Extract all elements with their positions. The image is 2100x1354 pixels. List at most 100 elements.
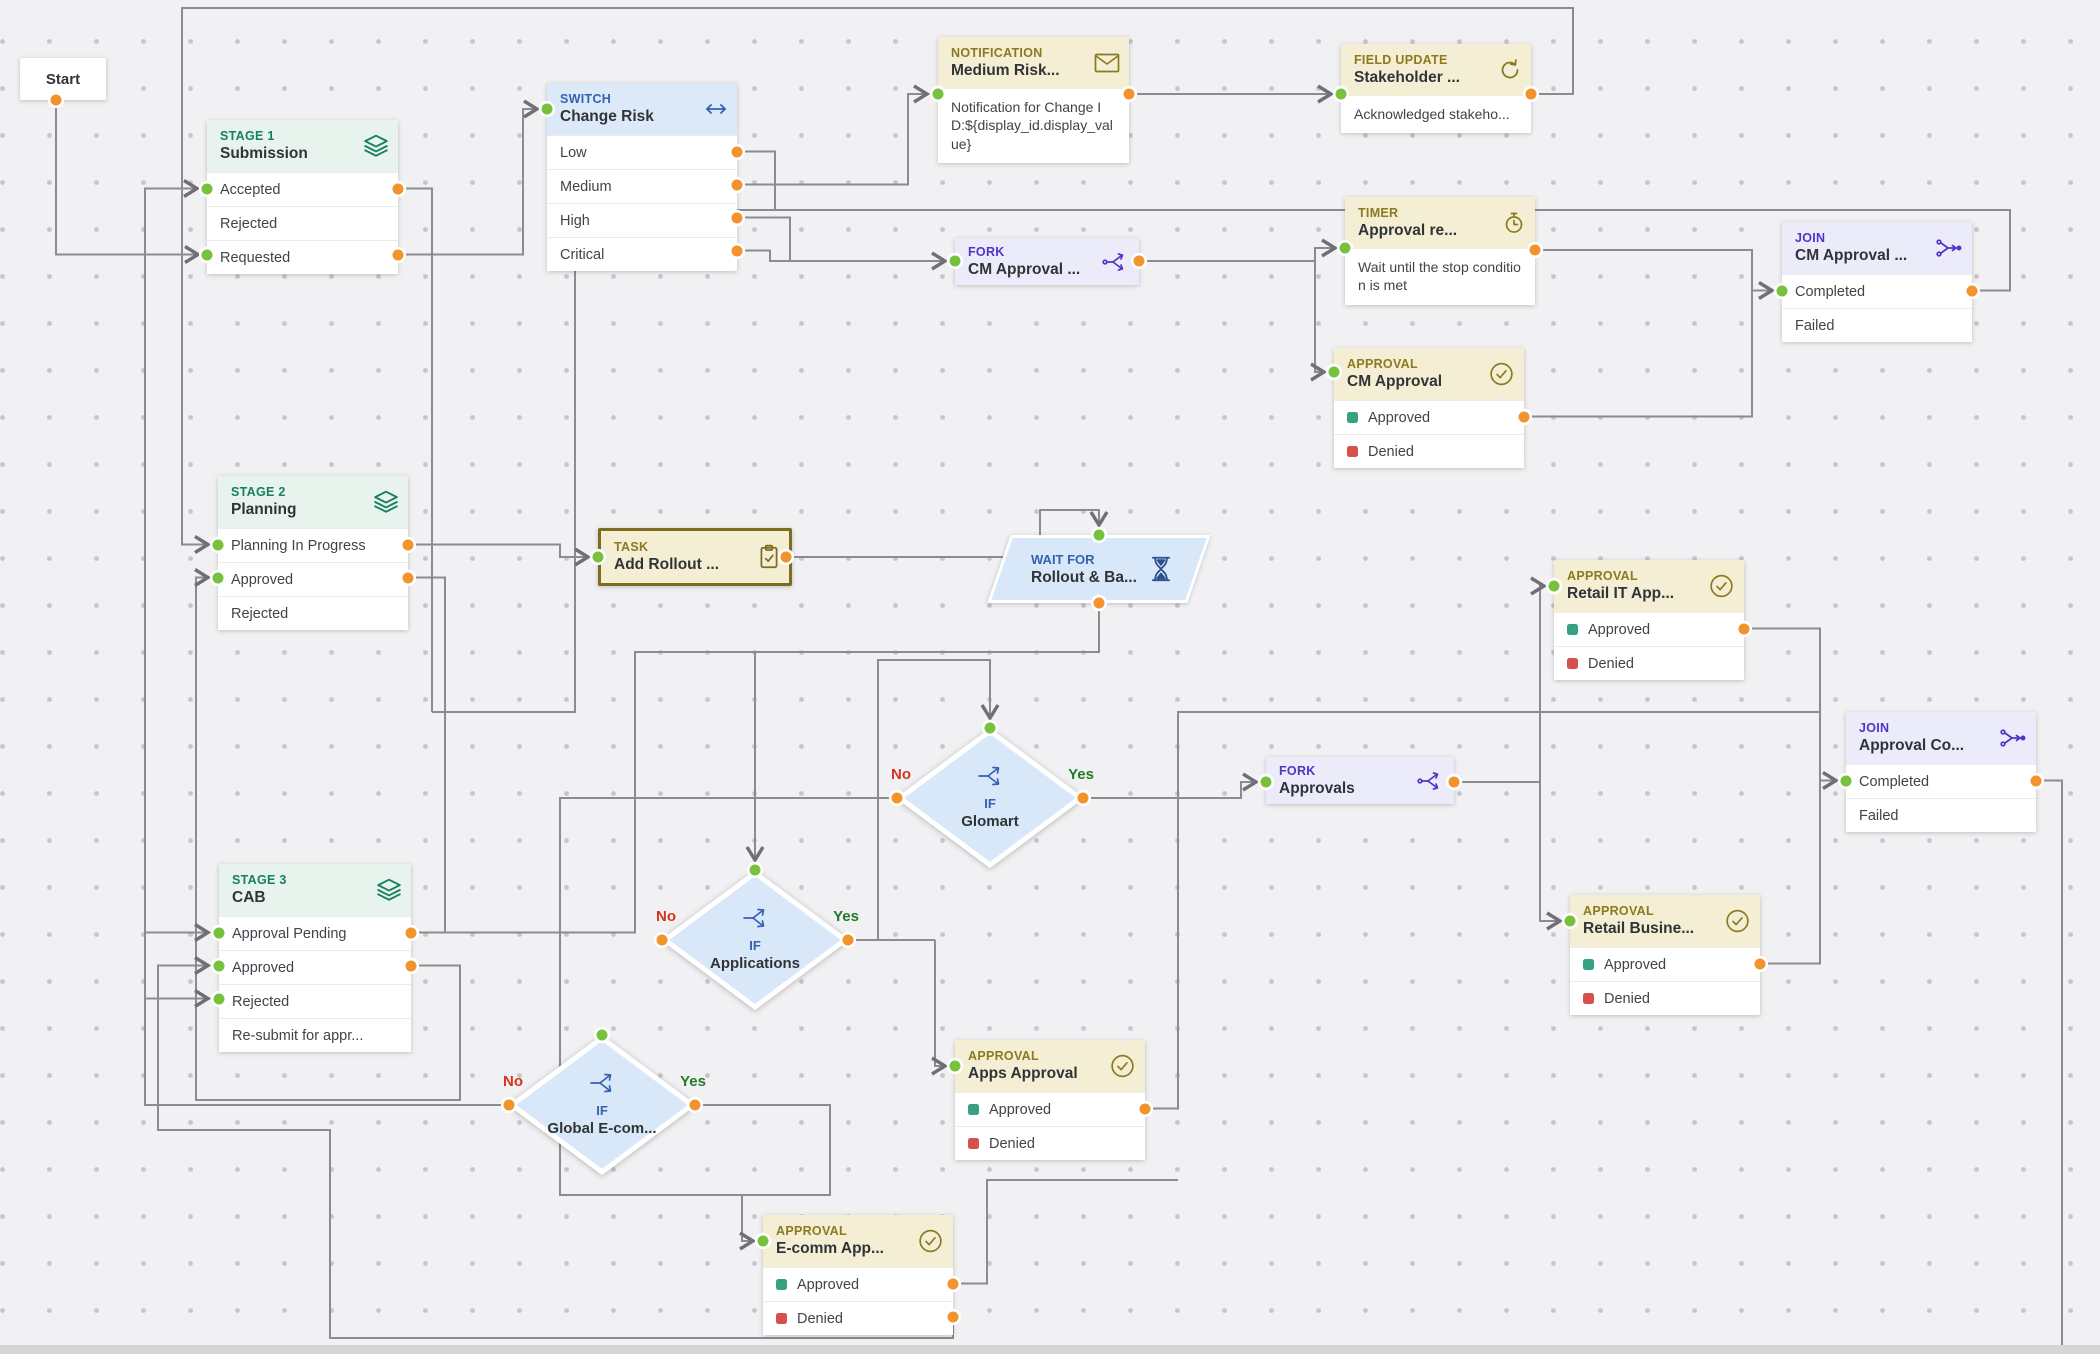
output-port[interactable]: [392, 249, 404, 260]
output-port[interactable]: [405, 927, 417, 938]
output-port[interactable]: [402, 539, 414, 550]
output-port[interactable]: [1123, 88, 1135, 100]
row-approved[interactable]: Approved: [1554, 612, 1744, 646]
output-port[interactable]: [891, 792, 903, 804]
output-port[interactable]: [731, 245, 743, 256]
input-port[interactable]: [949, 255, 961, 267]
output-port[interactable]: [1139, 1103, 1151, 1114]
output-port[interactable]: [731, 146, 743, 157]
input-port[interactable]: [213, 927, 225, 938]
row-high[interactable]: High: [547, 203, 737, 237]
input-port[interactable]: [541, 103, 553, 115]
row-completed[interactable]: Completed: [1846, 764, 2036, 798]
output-port[interactable]: [656, 934, 668, 946]
row-failed[interactable]: Failed: [1846, 798, 2036, 832]
input-port[interactable]: [1335, 88, 1347, 100]
row-requested[interactable]: Requested: [207, 240, 398, 274]
row-denied[interactable]: Denied: [1334, 434, 1524, 468]
row-planning-in-progress[interactable]: Planning In Progress: [218, 528, 408, 562]
input-port[interactable]: [1840, 775, 1852, 786]
output-port[interactable]: [1738, 623, 1750, 634]
row-failed[interactable]: Failed: [1782, 308, 1972, 342]
input-port[interactable]: [749, 864, 761, 876]
output-port[interactable]: [780, 551, 792, 563]
input-port[interactable]: [1548, 580, 1560, 592]
input-port[interactable]: [757, 1235, 769, 1247]
row-approved[interactable]: Approved: [763, 1267, 953, 1301]
output-port[interactable]: [947, 1278, 959, 1289]
input-port[interactable]: [212, 539, 224, 550]
row-denied[interactable]: Denied: [1554, 646, 1744, 680]
output-port[interactable]: [689, 1099, 701, 1111]
output-port[interactable]: [2030, 775, 2042, 786]
node-start[interactable]: Start: [20, 58, 106, 100]
output-port[interactable]: [1529, 244, 1541, 256]
row-rejected[interactable]: Rejected: [207, 206, 398, 240]
input-port[interactable]: [984, 722, 996, 734]
output-port[interactable]: [402, 572, 414, 583]
output-port[interactable]: [1093, 597, 1105, 609]
output-port[interactable]: [731, 179, 743, 190]
row-denied[interactable]: Denied: [763, 1301, 953, 1335]
horizontal-scrollbar[interactable]: [0, 1345, 2100, 1354]
output-port[interactable]: [1754, 958, 1766, 969]
input-port[interactable]: [213, 960, 225, 971]
row-approved[interactable]: Approved: [1334, 400, 1524, 434]
input-port[interactable]: [949, 1060, 961, 1072]
output-port[interactable]: [1077, 792, 1089, 804]
input-port[interactable]: [596, 1029, 608, 1041]
row-denied[interactable]: Denied: [1570, 981, 1760, 1015]
row-approved[interactable]: Approved: [219, 950, 411, 984]
input-port[interactable]: [1339, 242, 1351, 254]
output-port[interactable]: [50, 94, 62, 106]
input-port[interactable]: [201, 183, 213, 194]
input-port[interactable]: [1328, 366, 1340, 378]
row-re-submit-for-appr-[interactable]: Re-submit for appr...: [219, 1018, 411, 1052]
input-port[interactable]: [1093, 529, 1105, 541]
output-port[interactable]: [405, 960, 417, 971]
row-approved[interactable]: Approved: [955, 1092, 1145, 1126]
row-low[interactable]: Low: [547, 135, 737, 169]
output-port[interactable]: [1448, 776, 1460, 788]
row-accepted[interactable]: Accepted: [207, 172, 398, 206]
input-port[interactable]: [1776, 285, 1788, 296]
output-port[interactable]: [1518, 411, 1530, 422]
input-port[interactable]: [1564, 915, 1576, 927]
row-completed[interactable]: Completed: [1782, 274, 1972, 308]
row-critical[interactable]: Critical: [547, 237, 737, 271]
input-port[interactable]: [213, 993, 225, 1004]
row-rejected[interactable]: Rejected: [218, 596, 408, 630]
row-medium[interactable]: Medium: [547, 169, 737, 203]
